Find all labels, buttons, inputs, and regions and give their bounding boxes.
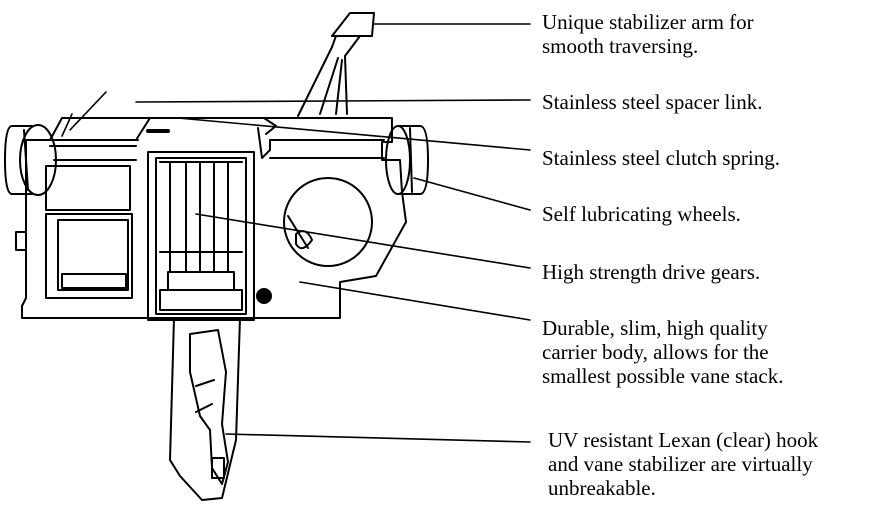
callout-stabilizer-arm: Unique stabilizer arm for smooth travers… xyxy=(542,10,754,58)
callout-line: and vane stabilizer are virtually xyxy=(548,452,813,476)
leader-hook xyxy=(225,433,531,443)
leader-spacer-link xyxy=(135,99,531,103)
callout-line: Stainless steel spacer link. xyxy=(542,90,763,114)
callout-wheels: Self lubricating wheels. xyxy=(542,202,741,226)
callout-spacer-link: Stainless steel spacer link. xyxy=(542,90,762,114)
callout-line: smooth traversing. xyxy=(542,34,699,58)
callout-clutch-spring: Stainless steel clutch spring. xyxy=(542,146,780,170)
stabilizer-arm-part xyxy=(297,12,375,117)
callout-line: Stainless steel clutch spring. xyxy=(542,146,780,170)
leader-wheels xyxy=(413,177,531,211)
leader-lines xyxy=(61,23,531,443)
leader-carrier-body xyxy=(299,281,531,321)
callout-line: Self lubricating wheels. xyxy=(542,202,741,226)
callout-line: smallest possible vane stack. xyxy=(542,364,784,388)
leader-clutch-spring xyxy=(177,117,531,151)
hook-part xyxy=(169,317,241,501)
callout-carrier-body: Durable, slim, high quality carrier body… xyxy=(542,316,783,388)
callout-line: UV resistant Lexan (clear) hook xyxy=(548,428,819,452)
callout-line: Durable, slim, high quality xyxy=(542,316,768,340)
callout-line: unbreakable. xyxy=(548,476,656,500)
callout-drive-gears: High strength drive gears. xyxy=(542,260,760,284)
callout-line: High strength drive gears. xyxy=(542,260,761,284)
left-wheel xyxy=(4,124,57,196)
callout-hook: UV resistant Lexan (clear) hook and vane… xyxy=(548,428,818,500)
leader-drive-gears xyxy=(195,213,531,269)
callout-line: Unique stabilizer arm for xyxy=(542,10,754,34)
carrier-body-part xyxy=(15,117,407,321)
callout-line: carrier body, allows for the xyxy=(542,340,769,364)
